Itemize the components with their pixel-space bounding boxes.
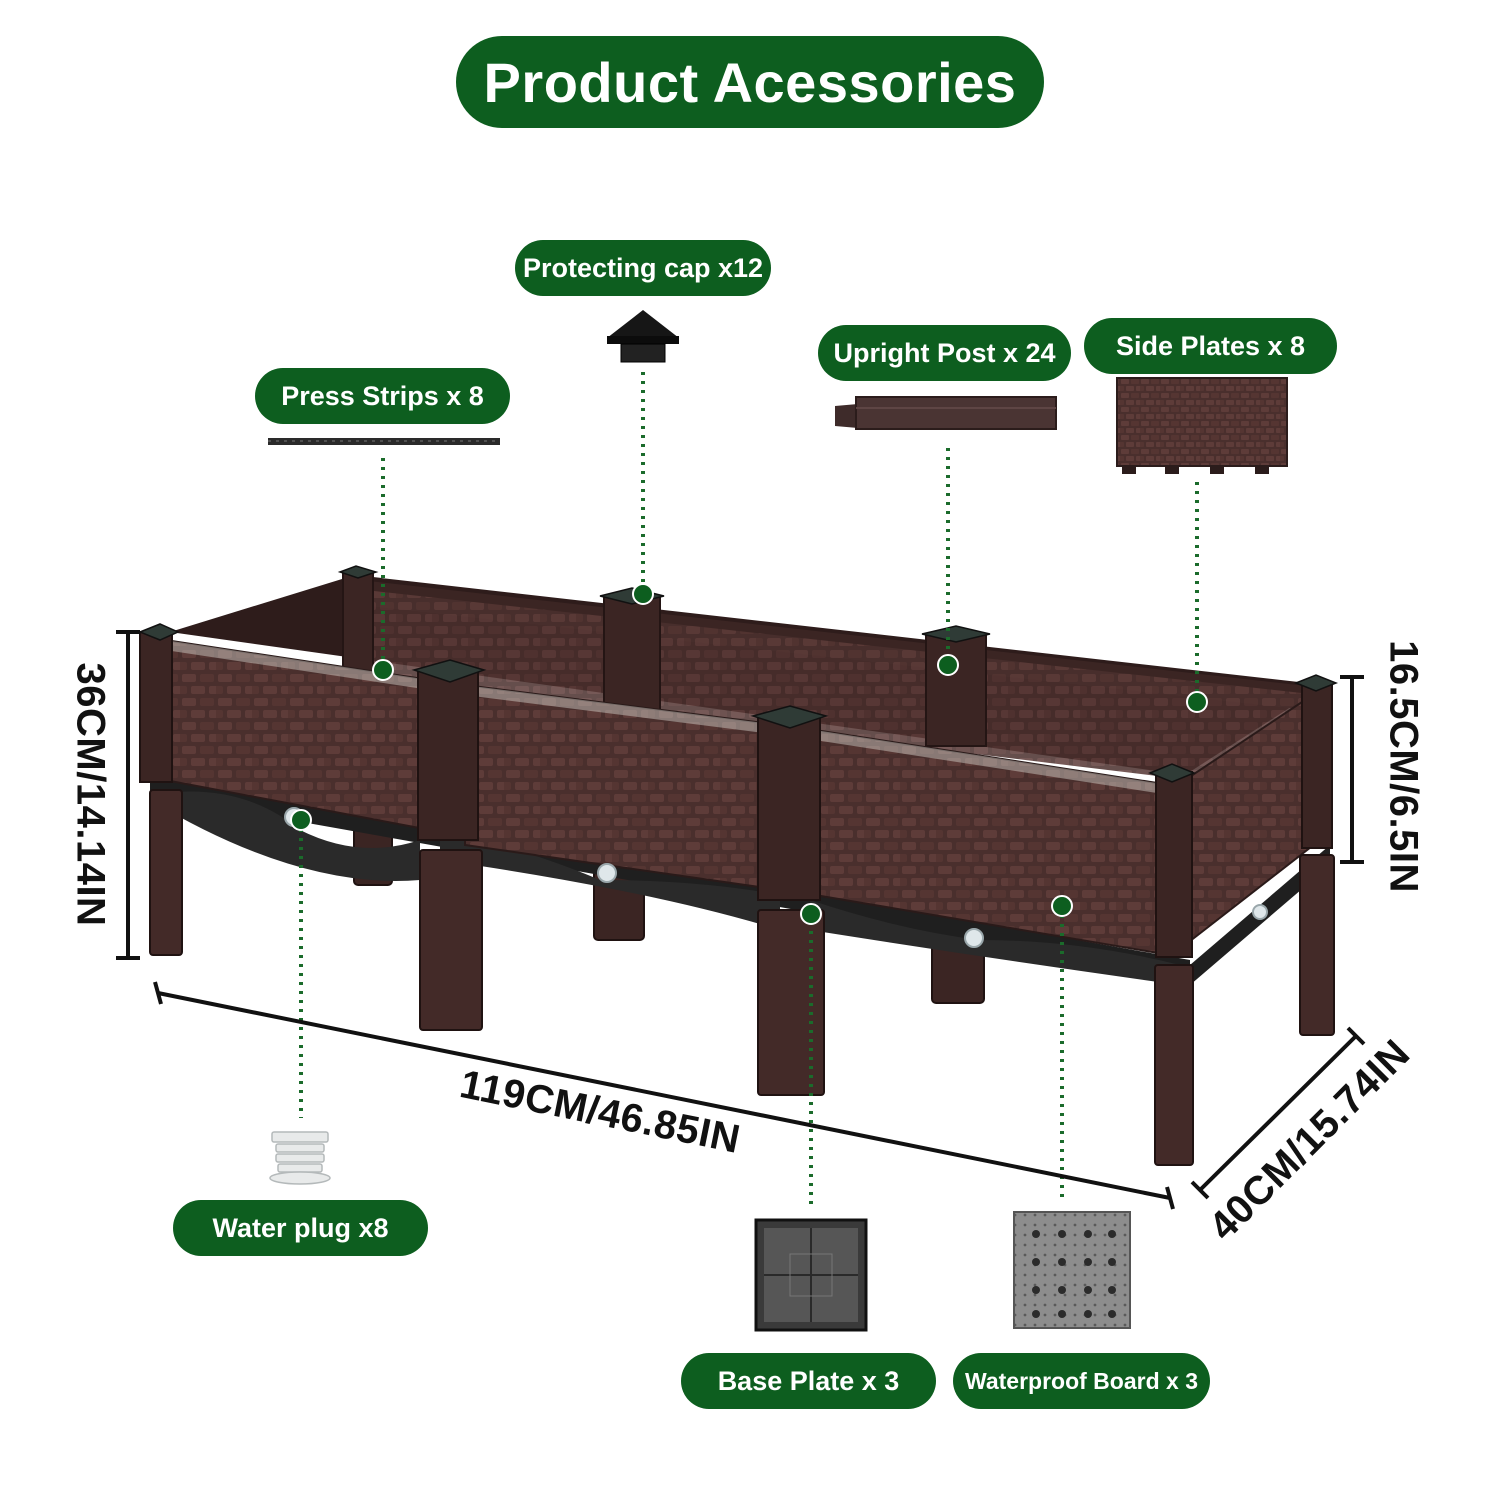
press-strips-label: Press Strips x 8	[255, 368, 510, 424]
side-plates-label: Side Plates x 8	[1084, 318, 1337, 374]
protecting-cap-icon	[607, 310, 679, 363]
upright-post-icon	[835, 396, 1057, 430]
planter-legs-front	[149, 789, 1335, 1166]
leader-lines	[299, 372, 1199, 1205]
press-strip-icon	[268, 438, 500, 445]
base-plate-label: Base Plate x 3	[681, 1353, 936, 1409]
page-title: Product Acessories	[456, 36, 1044, 128]
height-total-dimension: 36CM/14.14IN	[68, 662, 113, 927]
protecting-cap-label: Protecting cap x12	[515, 240, 771, 296]
side-plate-icon	[1116, 377, 1288, 474]
waterproof-board-label: Waterproof Board x 3	[953, 1353, 1210, 1409]
waterproof-board-icon	[1013, 1211, 1131, 1329]
upright-posts-front	[139, 631, 1333, 958]
upright-post-label: Upright Post x 24	[818, 325, 1071, 381]
planter-front-wall	[164, 638, 1321, 957]
water-plug-icon	[269, 1131, 331, 1185]
base-plate-icon	[754, 1218, 868, 1332]
leader-dots	[290, 583, 1208, 925]
dimension-lines	[116, 630, 1366, 1210]
water-plug-label: Water plug x8	[173, 1200, 428, 1256]
height-box-dimension: 16.5CM/6.5IN	[1381, 640, 1426, 893]
